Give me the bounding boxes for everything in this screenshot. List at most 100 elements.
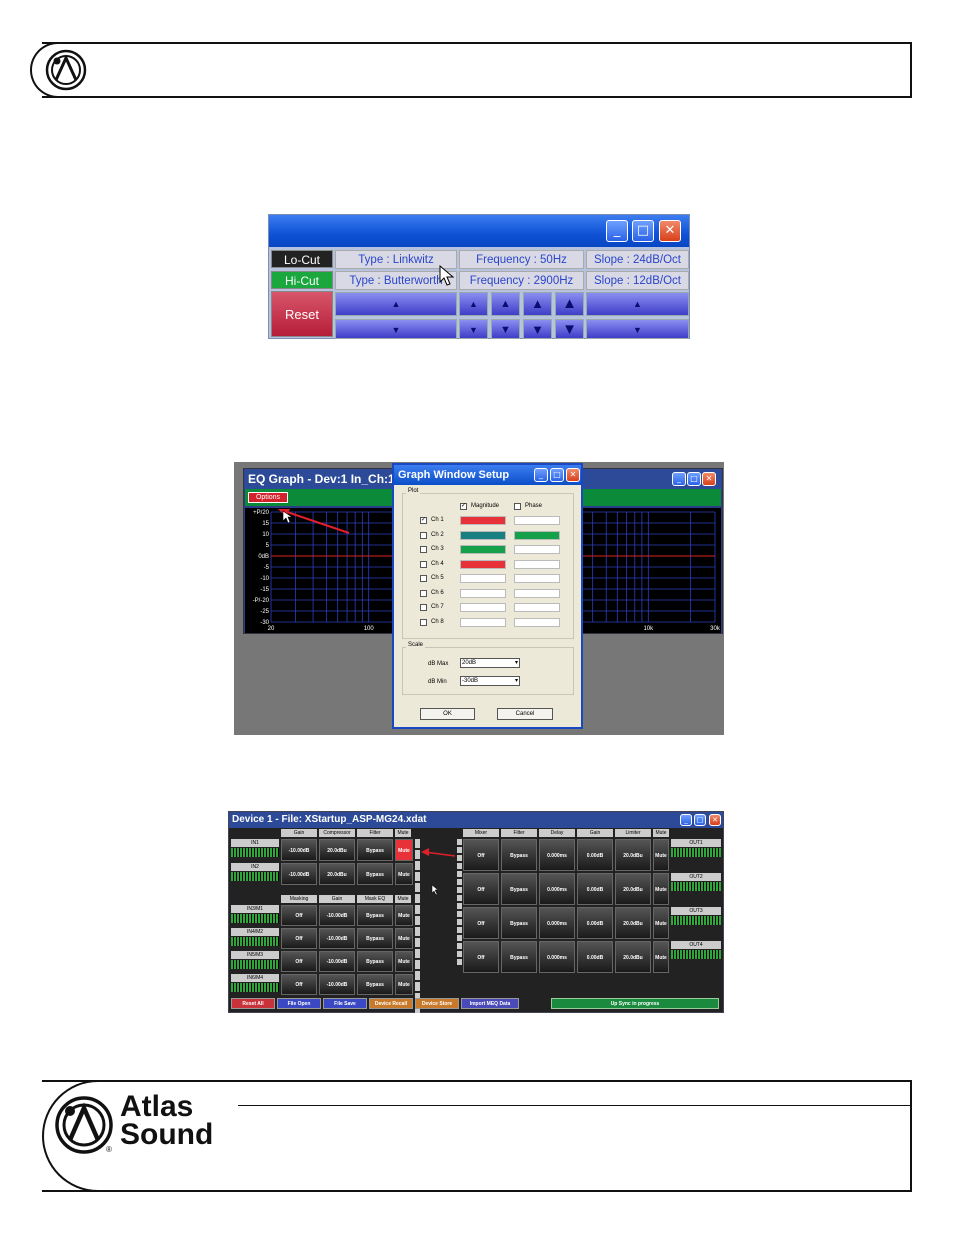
magnitude-color-swatch[interactable] (460, 559, 506, 569)
lo-cut-button[interactable]: Lo-Cut (271, 250, 333, 268)
gain-button[interactable]: -10.00dB (281, 863, 317, 885)
filter-button[interactable]: Bypass (357, 863, 393, 885)
slope-hi-field[interactable]: Slope : 12dB/Oct (586, 271, 689, 290)
device-store-button[interactable]: Device Store (415, 998, 459, 1009)
maximize-icon[interactable]: □ (632, 220, 654, 242)
minimize-icon[interactable]: _ (680, 814, 692, 826)
matrix-node[interactable] (457, 855, 462, 861)
maximize-icon[interactable]: □ (694, 814, 706, 826)
output-delay-button[interactable]: 0.000ms (539, 941, 575, 973)
output-mixer-button[interactable]: Off (463, 873, 499, 905)
magnitude-checkbox[interactable]: ✓ (460, 503, 467, 510)
phase-color-swatch[interactable] (514, 574, 560, 583)
channel-checkbox[interactable] (420, 589, 427, 597)
matrix-node[interactable] (415, 993, 420, 1002)
mask-eq-button[interactable]: Bypass (357, 905, 393, 926)
mute-button[interactable]: Mute (395, 951, 413, 972)
matrix-node[interactable] (415, 905, 420, 914)
mute-button[interactable]: Mute (395, 974, 413, 995)
file-open-button[interactable]: File Open (277, 998, 321, 1009)
output-gain-button[interactable]: 0.00dB (577, 839, 613, 871)
gain-button[interactable]: -10.00dB (319, 951, 355, 972)
output-limiter-button[interactable]: 20.0dBu (615, 839, 651, 871)
output-filter-button[interactable]: Bypass (501, 873, 537, 905)
magnitude-color-swatch[interactable] (460, 603, 506, 612)
close-icon[interactable]: ✕ (702, 472, 716, 486)
output-mute-button[interactable]: Mute (653, 941, 669, 973)
matrix-node[interactable] (457, 847, 462, 853)
gain-button[interactable]: -10.00dB (319, 928, 355, 949)
channel-checkbox[interactable] (420, 618, 427, 626)
matrix-node[interactable] (457, 927, 462, 933)
freq-down-1-button[interactable]: ▼ (459, 319, 488, 339)
magnitude-color-swatch[interactable] (460, 545, 506, 554)
mute-button[interactable]: Mute (395, 928, 413, 949)
output-delay-button[interactable]: 0.000ms (539, 839, 575, 871)
channel-checkbox[interactable] (420, 560, 427, 568)
channel-checkbox[interactable] (420, 604, 427, 611)
output-mixer-button[interactable]: Off (463, 907, 499, 939)
frequency-hi-field[interactable]: Frequency : 2900Hz (459, 271, 584, 290)
phase-color-swatch[interactable] (514, 516, 560, 525)
output-mute-button[interactable]: Mute (653, 839, 669, 871)
matrix-node[interactable] (415, 938, 420, 947)
output-delay-button[interactable]: 0.000ms (539, 873, 575, 905)
phase-color-swatch[interactable] (514, 617, 560, 627)
matrix-node[interactable] (415, 861, 420, 870)
magnitude-color-swatch[interactable] (460, 574, 506, 583)
matrix-node[interactable] (415, 971, 420, 980)
output-mute-button[interactable]: Mute (653, 873, 669, 905)
matrix-node[interactable] (415, 960, 420, 969)
frequency-lo-field[interactable]: Frequency : 50Hz (459, 250, 584, 269)
matrix-node[interactable] (415, 949, 420, 958)
output-mute-button[interactable]: Mute (653, 907, 669, 939)
output-gain-button[interactable]: 0.00dB (577, 941, 613, 973)
mask-eq-button[interactable]: Bypass (357, 951, 393, 972)
matrix-node[interactable] (457, 871, 462, 877)
matrix-node[interactable] (457, 887, 462, 893)
matrix-node[interactable] (457, 863, 462, 869)
type-lo-field[interactable]: Type : Linkwitz (335, 250, 457, 269)
phase-color-swatch[interactable] (514, 588, 560, 598)
output-limiter-button[interactable]: 20.0dBu (615, 873, 651, 905)
mask-eq-button[interactable]: Bypass (357, 974, 393, 995)
import-meq-data-button[interactable]: Import MEQ Data (461, 998, 519, 1009)
slope-up-button[interactable]: ▲ (586, 292, 689, 316)
matrix-node[interactable] (457, 943, 462, 949)
magnitude-color-swatch[interactable] (460, 516, 506, 525)
slope-lo-field[interactable]: Slope : 24dB/Oct (586, 250, 689, 269)
matrix-node[interactable] (457, 839, 462, 845)
matrix-node[interactable] (415, 850, 420, 859)
matrix-node[interactable] (457, 911, 462, 917)
maximize-icon[interactable]: □ (550, 468, 564, 482)
reset-all-button[interactable]: Reset All (231, 998, 275, 1009)
channel-checkbox[interactable] (420, 546, 427, 553)
type-down-button[interactable]: ▼ (335, 319, 457, 339)
options-button[interactable]: Options (248, 492, 288, 503)
output-delay-button[interactable]: 0.000ms (539, 907, 575, 939)
phase-color-swatch[interactable] (514, 530, 560, 540)
reset-button[interactable]: Reset (271, 291, 333, 337)
minimize-icon[interactable]: _ (606, 220, 628, 242)
mask-eq-button[interactable]: Bypass (357, 928, 393, 949)
filter-button[interactable]: Bypass (357, 839, 393, 861)
output-limiter-button[interactable]: 20.0dBu (615, 941, 651, 973)
matrix-node[interactable] (415, 894, 420, 903)
slope-down-button[interactable]: ▼ (586, 319, 689, 339)
matrix-node[interactable] (457, 951, 462, 957)
db-min-select[interactable]: -30dB▾ (460, 676, 520, 686)
channel-checkbox[interactable] (420, 531, 427, 539)
output-mixer-button[interactable]: Off (463, 839, 499, 871)
output-limiter-button[interactable]: 20.0dBu (615, 907, 651, 939)
mute-button[interactable]: Mute (395, 863, 413, 885)
output-gain-button[interactable]: 0.00dB (577, 907, 613, 939)
output-filter-button[interactable]: Bypass (501, 839, 537, 871)
freq-down-4-button[interactable]: ▼ (555, 319, 584, 339)
type-hi-field[interactable]: Type : Butterworth (335, 271, 457, 290)
matrix-node[interactable] (415, 883, 420, 892)
maximize-icon[interactable]: □ (687, 472, 701, 486)
matrix-node[interactable] (415, 872, 420, 881)
output-filter-button[interactable]: Bypass (501, 941, 537, 973)
output-filter-button[interactable]: Bypass (501, 907, 537, 939)
freq-up-2-button[interactable]: ▲ (491, 292, 520, 316)
